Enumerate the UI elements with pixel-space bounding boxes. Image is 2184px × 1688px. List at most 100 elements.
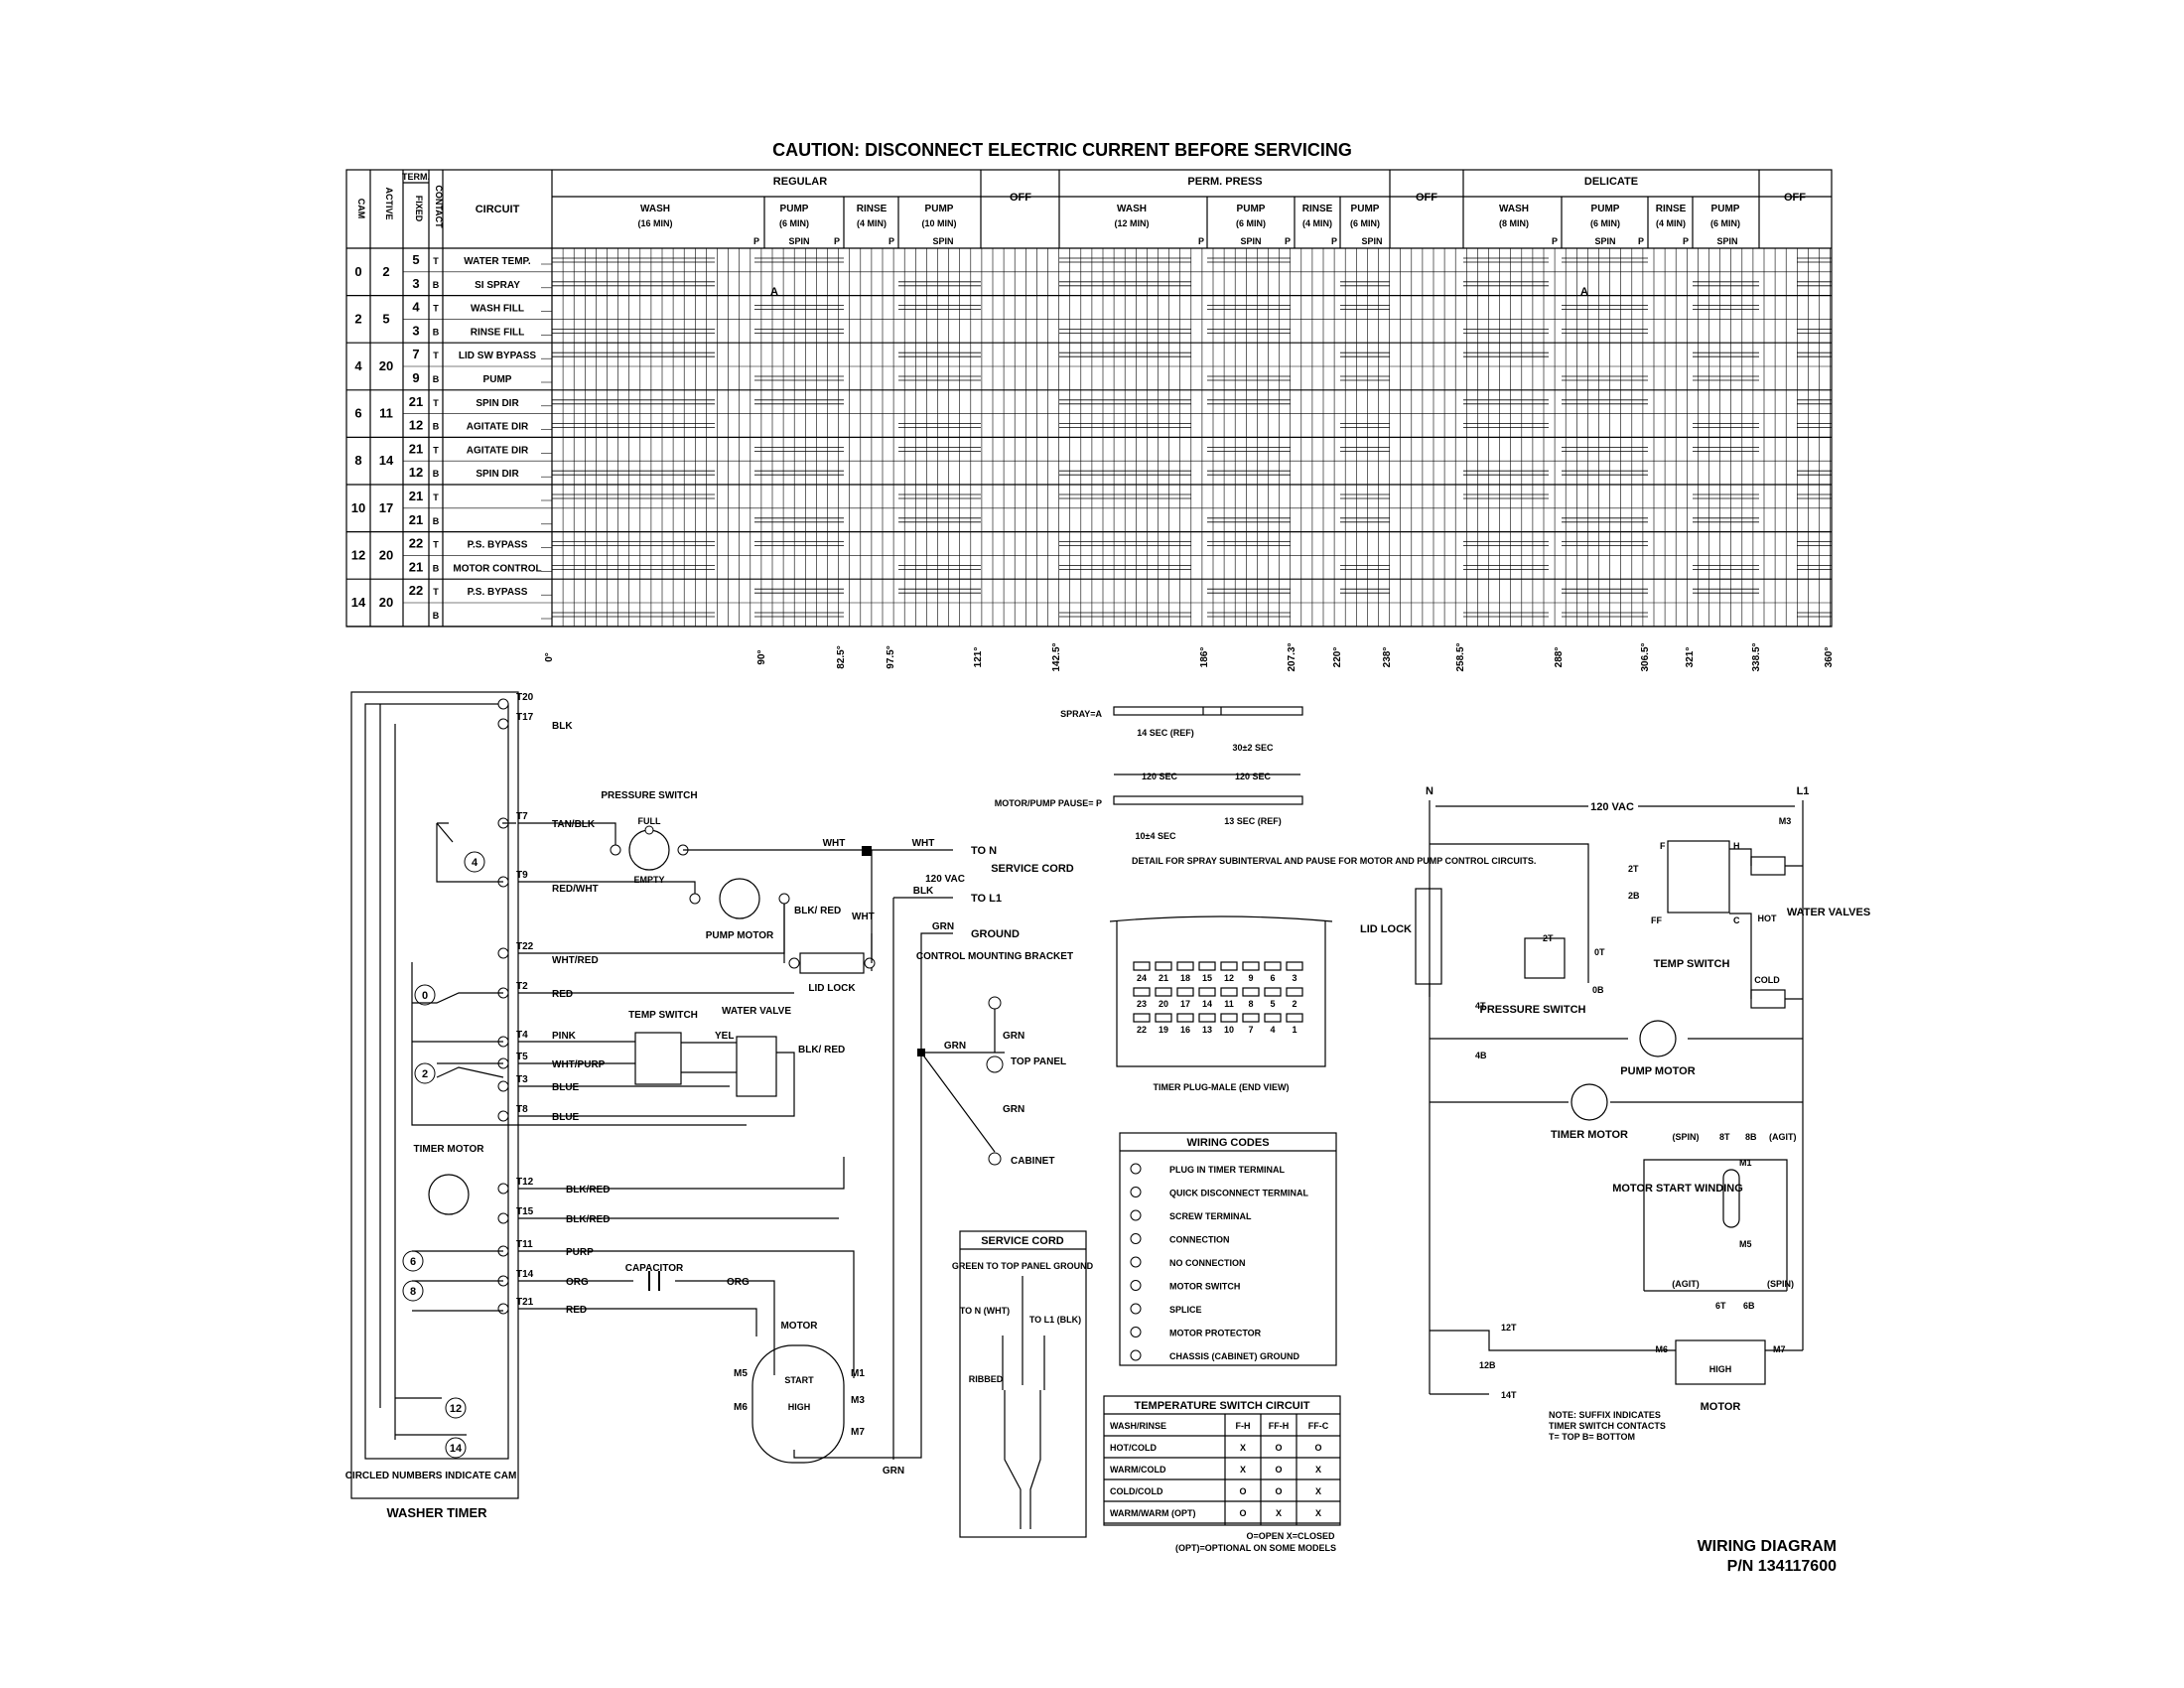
plug-pin-number: 11 (1224, 999, 1234, 1009)
svg-text:TO L1 (BLK): TO L1 (BLK) (1029, 1315, 1081, 1325)
plug-pin (1264, 987, 1282, 997)
svg-text:EMPTY: EMPTY (633, 875, 664, 885)
fixed-terminal: 3 (412, 323, 419, 338)
service-cord-detail: SERVICE CORD GREEN TO TOP PANEL GROUND T… (952, 1230, 1094, 1538)
wire-grn-2: GRN (944, 1041, 966, 1052)
plug-pin (1176, 961, 1194, 971)
timer-terminal (497, 1212, 509, 1224)
sub-wash-3: WASH (1499, 204, 1529, 214)
plug-pin-number: 8 (1248, 999, 1253, 1009)
lbl: F (1660, 841, 1666, 851)
plug-pin (1176, 1013, 1194, 1023)
temp-table-cell: O (1314, 1443, 1321, 1453)
svg-text:120 SEC: 120 SEC (1235, 772, 1272, 781)
cam-number: 6 (354, 406, 361, 421)
lbl: 8B (1745, 1132, 1757, 1142)
plug-pin (1133, 961, 1151, 971)
svg-text:PUMP MOTOR: PUMP MOTOR (1620, 1065, 1695, 1077)
cam-closure-bar (1059, 399, 1191, 405)
svg-text:TOP PANEL: TOP PANEL (1011, 1056, 1066, 1067)
plug-pin-number: 14 (1202, 999, 1212, 1009)
plug-pin-number: 20 (1159, 999, 1168, 1009)
contact-position: B (433, 280, 440, 290)
cam-closure-bar (552, 470, 715, 476)
svg-text:MOTOR/PUMP PAUSE= P: MOTOR/PUMP PAUSE= P (995, 798, 1102, 808)
svg-text:DETAIL FOR SPRAY SUBINTERVAL A: DETAIL FOR SPRAY SUBINTERVAL AND PAUSE F… (1132, 856, 1536, 866)
cam-closure-bar (1562, 470, 1648, 476)
cam-closure-bar (1340, 281, 1390, 287)
cam-closure-bar (1207, 399, 1291, 405)
cam-closure-bar (754, 612, 844, 618)
svg-text:LID LOCK: LID LOCK (1360, 923, 1412, 935)
wiring-codes-legend: WIRING CODES PLUG IN TIMER TERMINALQUICK… (1119, 1132, 1337, 1366)
fixed-terminal: 12 (409, 418, 423, 433)
temp-table-cell: FF-H (1269, 1421, 1290, 1431)
fixed-terminal: 21 (409, 559, 423, 574)
svg-text:HOT: HOT (1758, 914, 1778, 923)
temp-table-cell: WARM/COLD (1110, 1465, 1166, 1475)
timer-terminal (497, 1080, 509, 1092)
wire-wht-red: WHT/RED (552, 955, 599, 966)
svg-text:HIGH: HIGH (1709, 1364, 1732, 1374)
p-label: P (753, 236, 759, 246)
plug-pin (1242, 987, 1260, 997)
temp-table-cell: FF-C (1308, 1421, 1329, 1431)
plug-pin-number: 12 (1224, 973, 1234, 983)
cam-closure-bar (1562, 612, 1648, 618)
svg-text:MOTOR START WINDING: MOTOR START WINDING (1612, 1183, 1743, 1195)
degree-label: 306.5° (1640, 642, 1651, 671)
plug-pin (1133, 987, 1151, 997)
svg-text:MOTOR: MOTOR (1701, 1401, 1741, 1413)
cam-number: 8 (354, 453, 361, 468)
cam-closure-bar (1693, 423, 1759, 428)
wire-wht-2: WHT (912, 838, 935, 849)
temp-table-cell: X (1276, 1508, 1282, 1518)
sub-pump-6a: (6 MIN) (779, 218, 809, 228)
sub-wash-16: (16 MIN) (637, 218, 672, 228)
plug-pin (1286, 1013, 1303, 1023)
svg-text:RIBBED: RIBBED (969, 1374, 1004, 1384)
wire-yel: YEL (715, 1031, 734, 1042)
cam-closure-bar (898, 352, 981, 357)
wiring-code-symbol (1130, 1327, 1142, 1337)
plug-pin-number: 18 (1180, 973, 1190, 983)
cam-closure-bar (754, 257, 844, 263)
wire-red-wht: RED/WHT (552, 884, 599, 895)
plug-pin (1220, 1013, 1238, 1023)
wire-purp: PURP (566, 1247, 594, 1258)
svg-text:10±4 SEC: 10±4 SEC (1136, 831, 1176, 841)
fixed-terminal: 21 (409, 489, 423, 503)
plug-pin-number: 7 (1248, 1025, 1253, 1035)
svg-text:TIMER MOTOR: TIMER MOTOR (414, 1144, 485, 1155)
cam-closure-bar (1797, 329, 1832, 334)
temp-table-cell: O (1239, 1508, 1246, 1518)
timer-terminal (497, 1303, 509, 1315)
degree-label: 338.5° (1751, 642, 1762, 671)
timer-terminal (497, 718, 509, 730)
cam-closure-bar (1463, 281, 1549, 287)
svg-text:13 SEC (REF): 13 SEC (REF) (1224, 816, 1282, 826)
vac-label: 120 VAC (925, 874, 965, 885)
degree-label: 121° (973, 647, 984, 668)
degree-label: 238° (1382, 647, 1393, 668)
temp-table-cell: O (1275, 1443, 1282, 1453)
wire-grn-4: GRN (1003, 1104, 1024, 1115)
degree-label: 258.5° (1455, 642, 1466, 671)
spin-label: SPIN (788, 236, 809, 246)
wiring-code-label: PLUG IN TIMER TERMINAL (1169, 1165, 1285, 1175)
contact-position: B (433, 374, 440, 384)
wiring-code-symbol (1130, 1280, 1142, 1291)
sub-rinse-1: RINSE (857, 204, 887, 214)
lbl: 2B (1628, 891, 1640, 901)
pump-motor: PUMP MOTOR (689, 878, 790, 941)
wiring-code-label: SCREW TERMINAL (1169, 1211, 1252, 1221)
timer-sequence-chart: CAM ACTIVE TERM. FIXED CONTACT CIRCUIT R… (345, 169, 1835, 672)
wire-grn-3: GRN (1003, 1031, 1024, 1042)
cam-closure-bar (1340, 588, 1390, 594)
cam-closure-bar (1207, 375, 1291, 381)
to-l1-label: TO L1 (971, 893, 1002, 905)
svg-text:(AGIT): (AGIT) (1769, 1132, 1797, 1142)
circuit-name: SPIN DIR (476, 469, 519, 480)
cam-closure-bar (1797, 470, 1832, 476)
cam-closure-bar (754, 399, 844, 405)
